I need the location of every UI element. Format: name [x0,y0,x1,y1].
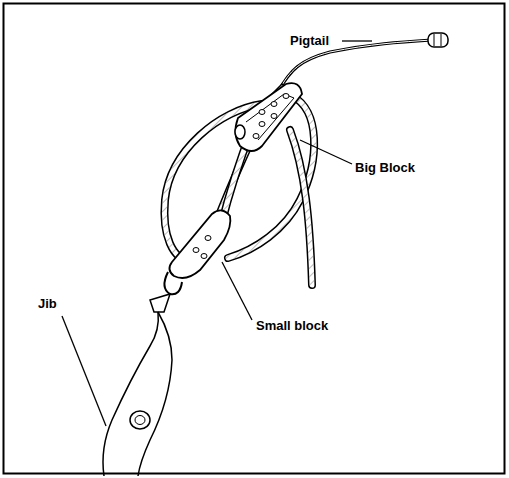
part-label: Pigtail [290,33,329,49]
part-label: Jib [38,296,57,312]
part-label: Small block [256,318,328,334]
part-label: Big Block [355,160,415,176]
leader-line [62,41,372,426]
jib-fitting [103,294,172,476]
frame [4,4,505,474]
small-block [164,210,230,294]
big-block [235,83,302,151]
rope [164,96,314,285]
